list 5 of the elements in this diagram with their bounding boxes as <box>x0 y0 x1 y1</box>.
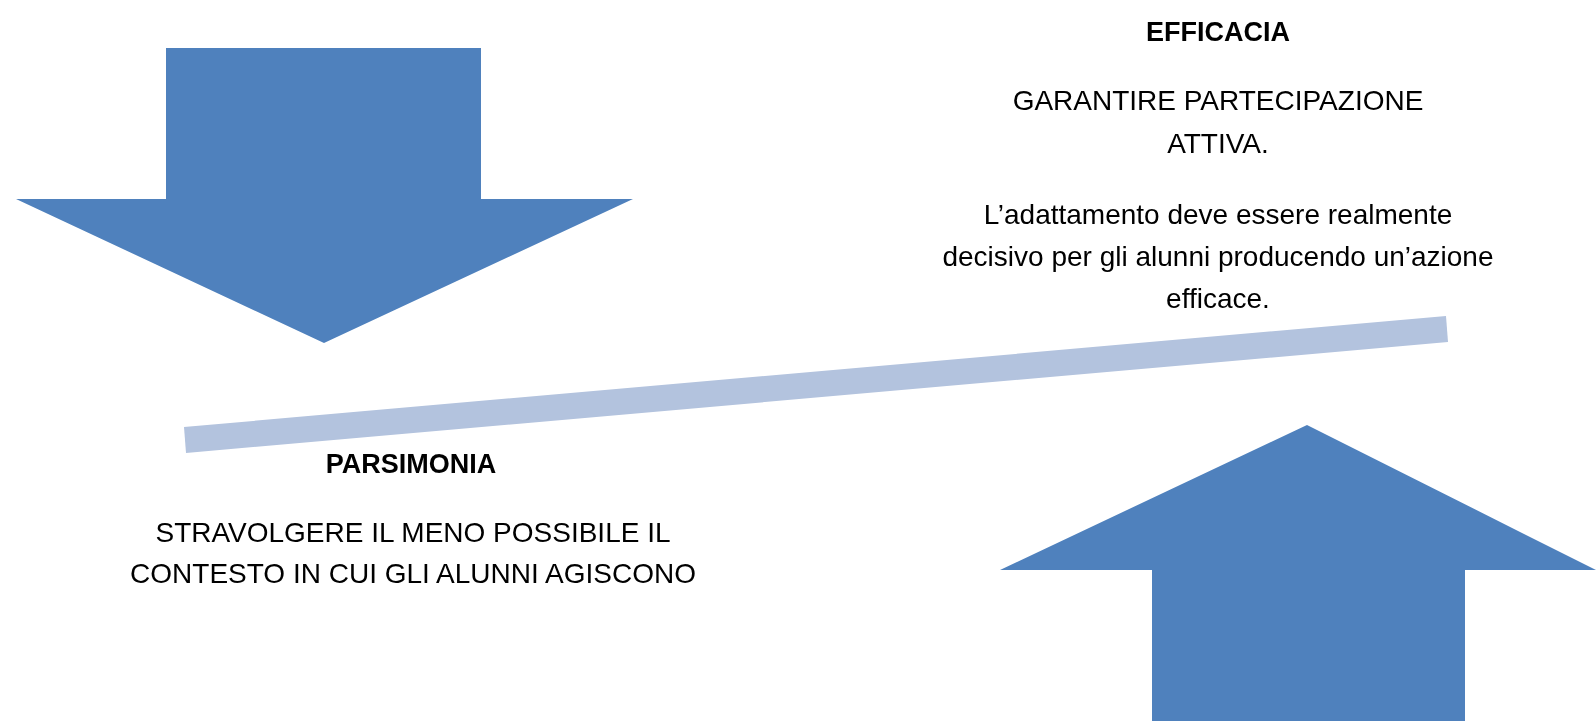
description-text: STRAVOLGERE IL MENO POSSIBILE IL CONTESTO IN CUI GLI ALUNNI AGISCONO <box>129 516 697 591</box>
heading: PARSIMONIA <box>324 448 498 481</box>
description-text: GARANTIRE PARTECIPAZIONE ATTIVA. <box>1011 84 1425 161</box>
description-text: L’adattamento deve essere realmente decisivo per gli alunni producendo un’azione efficace. <box>941 198 1495 316</box>
heading: EFFICACIA <box>1145 16 1291 49</box>
